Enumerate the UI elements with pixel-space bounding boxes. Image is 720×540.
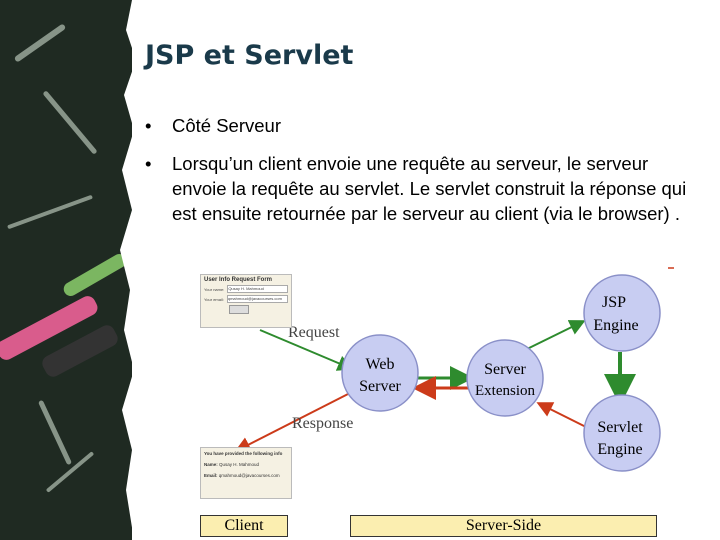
bullet-item: • Lorsqu’un client envoie une requête au… bbox=[145, 151, 705, 226]
request-form-thumbnail: User Info Request Form Your name: Qusay … bbox=[200, 274, 292, 328]
result-email-row: Email: qmahmoud@javacourses.com bbox=[201, 470, 291, 481]
result-name-row: Name: Qusay H. Mahmoud bbox=[201, 459, 291, 470]
server-side-label-box: Server-Side bbox=[350, 515, 657, 537]
result-email-value: qmahmoud@javacourses.com bbox=[218, 473, 280, 478]
server-extension-label-1: Server bbox=[484, 361, 526, 378]
chalk-scribble bbox=[37, 399, 73, 466]
servlet-engine-label-2: Engine bbox=[597, 441, 642, 458]
request-arrow-extension-to-jsp bbox=[524, 320, 586, 351]
slide-title: JSP et Servlet bbox=[145, 40, 354, 71]
result-name-value: Qusay H. Mahmoud bbox=[219, 462, 260, 467]
web-server-node: Web Server bbox=[341, 334, 419, 412]
bullet-dot: • bbox=[145, 153, 152, 174]
bullet-item: • Côté Serveur bbox=[145, 113, 705, 138]
jsp-engine-label-2: Engine bbox=[593, 317, 638, 334]
bullet-text: Lorsqu’un client envoie une requête au s… bbox=[172, 153, 687, 224]
form-name-label: Your name: bbox=[204, 286, 225, 292]
form-header: User Info Request Form bbox=[204, 277, 273, 283]
form-name-field: Qusay H. Mahmoud bbox=[227, 285, 288, 293]
form-email-label: Your email: bbox=[204, 296, 224, 302]
response-label: Response bbox=[292, 415, 353, 432]
chalk-scribble bbox=[7, 194, 93, 230]
jsp-engine-node: JSP Engine bbox=[583, 274, 661, 352]
chalk-scribble bbox=[45, 451, 95, 493]
bullet-text: Côté Serveur bbox=[172, 115, 281, 136]
result-email-label: Email: bbox=[204, 473, 218, 478]
form-email-row: Your email: qmahmoud@javacourses.com bbox=[201, 294, 291, 304]
chalk-scribble bbox=[42, 90, 98, 155]
torn-paper-edge bbox=[120, 0, 152, 540]
web-server-label-2: Server bbox=[359, 378, 401, 395]
chalkboard-decoration bbox=[0, 0, 132, 540]
result-header: You have provided the following info bbox=[204, 451, 283, 456]
chalk-scribble bbox=[13, 23, 67, 63]
request-arrow-client-to-web bbox=[259, 329, 354, 371]
servlet-engine-label-1: Servlet bbox=[597, 419, 643, 436]
servlet-architecture-diagram: Web Server Server Extension JSP Engine S… bbox=[234, 267, 674, 472]
bullet-list: • Côté Serveur • Lorsqu’un client envoie… bbox=[145, 113, 705, 239]
response-page-thumbnail: You have provided the following info Nam… bbox=[200, 447, 292, 499]
web-server-label-1: Web bbox=[366, 356, 395, 373]
server-extension-label-2: Extension bbox=[475, 383, 535, 399]
response-arrow-web-to-client bbox=[234, 392, 351, 452]
response-arrow-servlet-to-extension bbox=[536, 402, 589, 429]
form-submit-button bbox=[229, 305, 249, 314]
bullet-dot: • bbox=[145, 115, 152, 136]
jsp-engine-label-1: JSP bbox=[602, 294, 626, 311]
form-name-row: Your name: Qusay H. Mahmoud bbox=[201, 284, 291, 294]
request-label: Request bbox=[288, 324, 340, 341]
client-label-box: Client bbox=[200, 515, 288, 537]
result-name-label: Name: bbox=[204, 462, 218, 467]
form-email-field: qmahmoud@javacourses.com bbox=[226, 295, 288, 303]
server-extension-node: Server Extension bbox=[466, 339, 544, 417]
servlet-engine-node: Servlet Engine bbox=[583, 394, 661, 472]
